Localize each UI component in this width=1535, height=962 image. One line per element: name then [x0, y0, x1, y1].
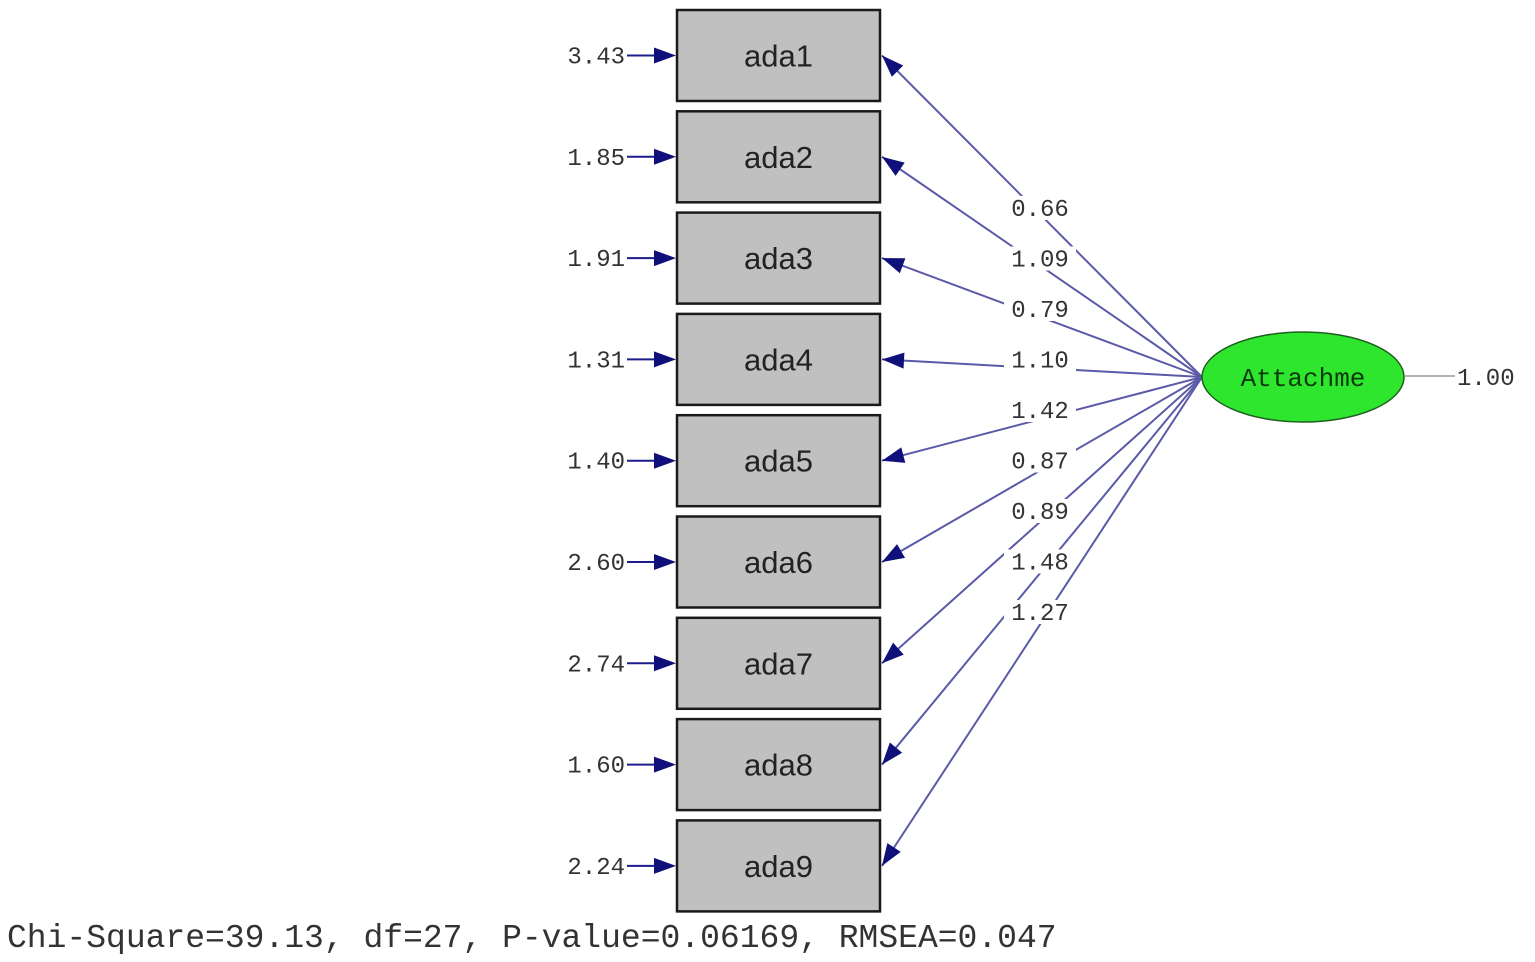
loading-arrowhead-5 [882, 447, 906, 463]
loading-arrowhead-8 [882, 742, 903, 765]
loading-label-bg-4 [1004, 347, 1076, 372]
error-variance-label-3: 1.91 [567, 247, 625, 274]
loading-label-bg-2 [1004, 246, 1076, 271]
loading-label-bg-8 [1004, 549, 1076, 574]
indicator-label-8: ada8 [744, 748, 813, 783]
loading-label-bg-5 [1004, 398, 1076, 422]
loading-arrowhead-2 [882, 156, 905, 176]
indicator-label-1: ada1 [744, 39, 813, 74]
indicator-box-9 [675, 819, 882, 913]
error-variance-label-6: 2.60 [567, 551, 625, 578]
loading-label-5: 1.42 [1011, 399, 1069, 426]
loading-label-7: 0.89 [1011, 500, 1069, 527]
loading-arrowhead-3 [882, 258, 906, 274]
latent-variance-label: 1.00 [1457, 366, 1515, 393]
error-variance-arrows: 3.43 1.85 1.91 1.31 1.40 2.60 2.74 1.60 2.24 [567, 45, 676, 882]
error-variance-label-8: 1.60 [567, 754, 625, 781]
indicator-label-6: ada6 [744, 545, 813, 580]
indicator-box-5 [675, 413, 882, 508]
loading-label-8: 1.48 [1011, 551, 1069, 578]
indicator-box-7 [675, 616, 882, 711]
error-arrowhead-2 [654, 148, 676, 165]
indicator-label-2: ada2 [744, 140, 813, 175]
loading-arrowhead-4 [882, 352, 905, 369]
loading-label-1: 0.66 [1011, 197, 1069, 224]
indicator-label-3: ada3 [744, 241, 813, 276]
error-arrowhead-6 [654, 554, 676, 570]
latent-label: Attachme [1241, 364, 1366, 394]
indicator-label-9: ada9 [744, 849, 813, 884]
loading-label-9: 1.27 [1011, 601, 1069, 628]
error-variance-label-9: 2.24 [567, 855, 625, 882]
latent-factor: Attachme 1.00 [1201, 331, 1515, 423]
error-arrowhead-5 [654, 452, 676, 469]
error-arrowhead-4 [654, 351, 676, 368]
loading-label-bg-3 [1004, 297, 1076, 321]
loading-arrowhead-6 [882, 544, 906, 562]
loading-arrowhead-9 [882, 843, 901, 866]
fit-statistics: Chi-Square=39.13, df=27, P-value=0.06169… [7, 920, 1057, 957]
indicator-box-6 [675, 515, 882, 609]
error-variance-label-1: 3.43 [567, 45, 625, 72]
indicator-label-4: ada4 [744, 342, 813, 377]
loading-label-bg-7 [1004, 499, 1076, 523]
indicator-box-8 [675, 717, 882, 812]
loading-arrowhead-7 [882, 642, 904, 664]
error-arrowhead-8 [654, 756, 676, 773]
factor-loading-paths: 0.66 1.09 0.79 1.10 1.42 0.87 0.89 1.48 1.27 [881, 54, 1203, 867]
loading-arrowhead-1 [882, 55, 904, 77]
error-variance-label-5: 1.40 [567, 450, 625, 477]
loading-label-bg-6 [1004, 448, 1076, 473]
loading-label-2: 1.09 [1011, 248, 1069, 275]
loading-label-bg-9 [1004, 600, 1076, 624]
error-arrowhead-1 [654, 47, 676, 64]
loading-label-6: 0.87 [1011, 450, 1069, 477]
error-arrowhead-3 [654, 250, 676, 267]
indicator-box-4 [675, 312, 882, 407]
error-arrowhead-7 [654, 655, 676, 672]
indicator-label-5: ada5 [744, 444, 813, 479]
loading-label-3: 0.79 [1011, 298, 1069, 325]
observed-indicators: ada1 ada2 ada3 ada4 ada5 ada6 ada7 ada8 ada9 [675, 8, 882, 913]
loading-label-4: 1.10 [1011, 349, 1069, 376]
indicator-box-1 [675, 8, 882, 103]
loading-label-bg-1 [1004, 196, 1076, 220]
indicator-box-3 [675, 211, 882, 305]
indicator-label-7: ada7 [744, 646, 813, 681]
error-variance-label-7: 2.74 [567, 652, 625, 679]
indicator-box-2 [675, 110, 882, 204]
error-variance-label-2: 1.85 [567, 146, 625, 173]
latent-ellipse [1201, 331, 1405, 423]
error-arrowhead-9 [654, 857, 676, 874]
error-variance-label-4: 1.31 [567, 348, 625, 375]
